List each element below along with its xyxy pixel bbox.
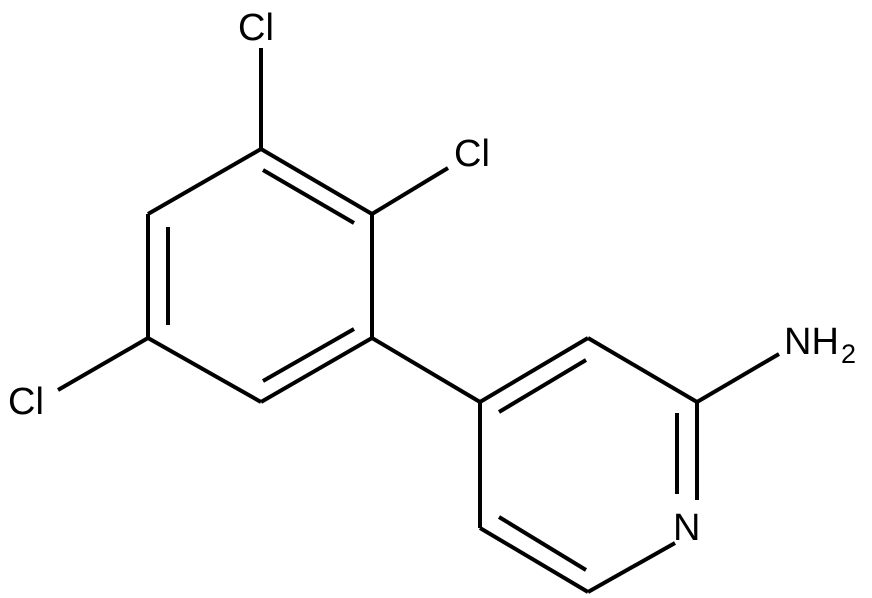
double-bond-inner-p5-p6 — [497, 515, 588, 572]
benzene-ring — [146, 147, 374, 404]
double-bond-inner-c4-c5 — [262, 327, 355, 383]
chlorine-label-top: Cl — [238, 7, 274, 49]
bond-c1-c2 — [147, 147, 262, 216]
amine-label: NH — [784, 321, 839, 363]
bond-c4-c5 — [260, 336, 373, 404]
bond-p1-p2 — [478, 336, 590, 404]
amine-subscript: 2 — [841, 339, 856, 369]
bond-c2-c3 — [259, 147, 374, 216]
ring-nitrogen-label: N — [673, 507, 700, 549]
double-bond-inner-c2-c3 — [261, 168, 356, 225]
bond-c5-c6 — [147, 336, 262, 404]
chlorine-bonds — [56, 48, 450, 392]
biaryl-bond — [370, 336, 482, 404]
bond-p2-p3 — [586, 336, 699, 404]
double-bond-inner-p1-p2 — [497, 358, 588, 414]
chlorine-label-left: Cl — [8, 381, 44, 423]
chlorine-label-mid: Cl — [454, 133, 490, 175]
bond-to-cl-mid — [370, 166, 450, 216]
bond-p5-p6 — [478, 526, 590, 594]
bond-n-p5 — [587, 541, 676, 594]
bond-to-cl-left — [56, 336, 150, 392]
pyridine-ring — [478, 336, 699, 594]
bond-to-amine — [695, 352, 781, 404]
